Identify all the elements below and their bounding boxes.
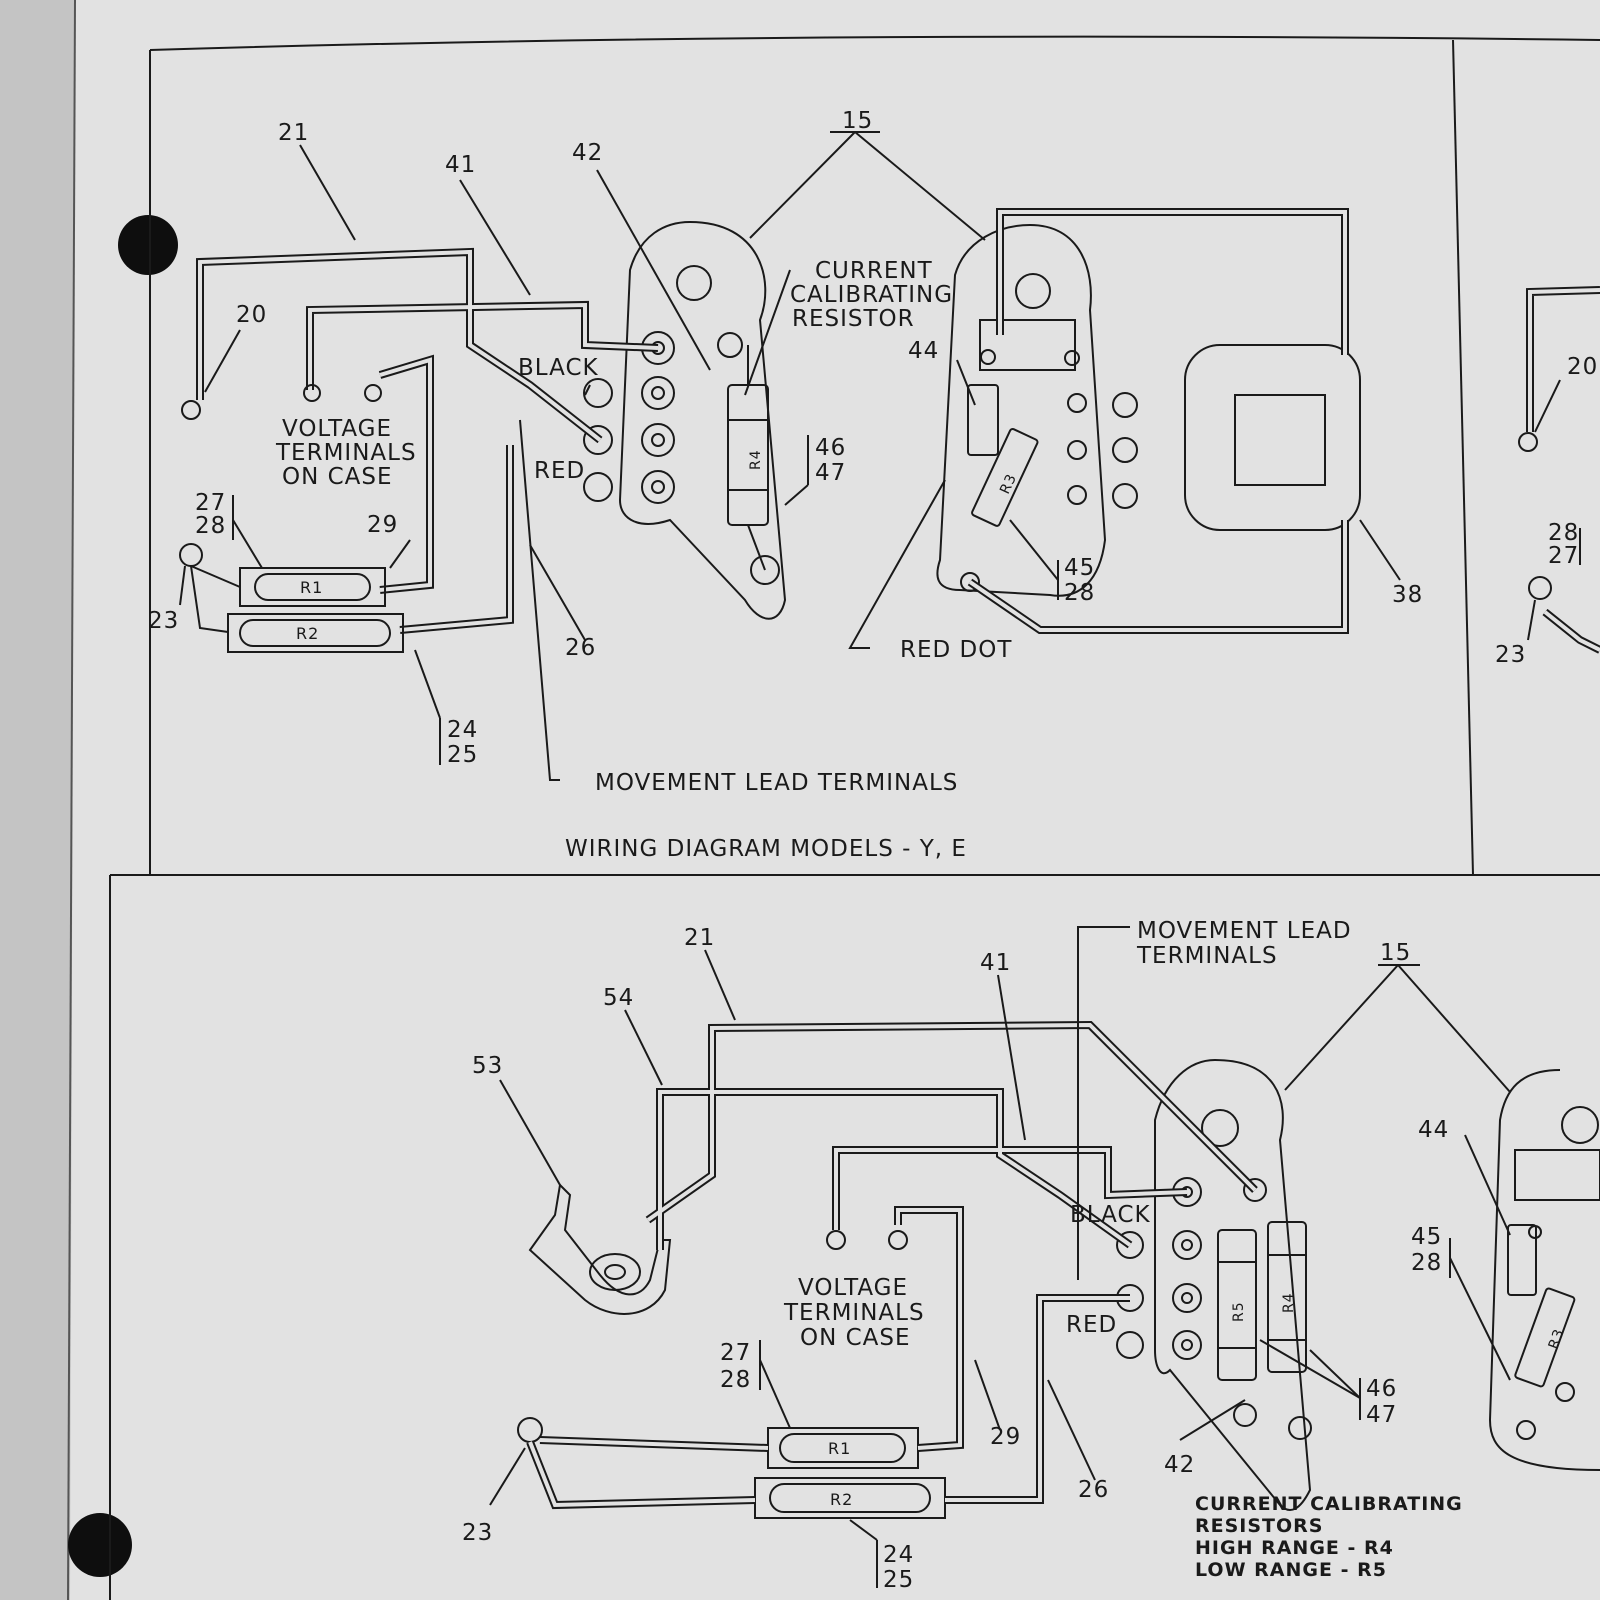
label-voltage: VOLTAGE xyxy=(282,416,392,442)
label-movement-lead-terminals: MOVEMENT LEAD TERMINALS xyxy=(595,770,958,796)
callout-41: 41 xyxy=(445,152,476,178)
callout-24: 24 xyxy=(447,717,478,743)
callout-47-bottom: 47 xyxy=(1366,1402,1397,1428)
diagram-title-top: WIRING DIAGRAM MODELS - Y, E xyxy=(565,836,967,862)
callout-46-bottom: 46 xyxy=(1366,1376,1397,1402)
callout-25-bottom: 25 xyxy=(883,1567,914,1593)
callout-15-bottom: 15 xyxy=(1380,940,1411,966)
callout-42: 42 xyxy=(572,140,603,166)
callout-54: 54 xyxy=(603,985,634,1011)
label-red-bottom: RED xyxy=(1066,1312,1117,1338)
label-voltage-bottom: VOLTAGE xyxy=(798,1275,908,1301)
callout-42-bottom: 42 xyxy=(1164,1452,1195,1478)
binder-hole-bottom xyxy=(68,1513,132,1577)
label-black: BLACK xyxy=(518,355,599,381)
right-callout-20: 20 xyxy=(1567,354,1598,380)
resistor-r2-bottom: R2 xyxy=(830,1490,853,1509)
bottom-diagram: 21 54 41 53 MOVEMENT LEAD TERMINALS 15 4… xyxy=(462,918,1600,1593)
plate-hole xyxy=(676,265,712,301)
label-ccr-1: CURRENT CALIBRATING xyxy=(1195,1493,1463,1515)
callout-53: 53 xyxy=(472,1053,503,1079)
paper-sheet xyxy=(70,0,1600,1600)
resistor-r4: R4 xyxy=(748,449,764,470)
callout-27: 27 xyxy=(195,490,226,516)
top-diagram: 21 41 42 15 20 BLACK RED CURRENT CALIBRA… xyxy=(148,108,1423,862)
callout-25: 25 xyxy=(447,742,478,768)
label-calibrating: CALIBRATING xyxy=(790,282,953,308)
label-red: RED xyxy=(534,458,585,484)
callout-24-bottom: 24 xyxy=(883,1542,914,1568)
left-plate xyxy=(618,220,787,620)
callout-29-bottom: 29 xyxy=(990,1424,1021,1450)
callout-21-bottom: 21 xyxy=(684,925,715,951)
label-ccr-2: RESISTORS xyxy=(1195,1515,1323,1537)
label-terminals: TERMINALS xyxy=(275,440,417,466)
callout-28-bottom: 28 xyxy=(720,1367,751,1393)
label-terminals-case-bottom: TERMINALS xyxy=(783,1300,925,1326)
callout-23: 23 xyxy=(148,608,179,634)
label-black-bottom: BLACK xyxy=(1070,1202,1151,1228)
callout-15: 15 xyxy=(842,108,873,134)
resistor-r2: R2 xyxy=(296,624,319,643)
callout-38: 38 xyxy=(1392,582,1423,608)
label-resistor: RESISTOR xyxy=(792,306,915,332)
label-movement-lead: MOVEMENT LEAD xyxy=(1137,918,1352,944)
callout-45: 45 xyxy=(1064,555,1095,581)
callout-28: 28 xyxy=(195,513,226,539)
binder-hole-top xyxy=(118,215,178,275)
callout-26-bottom: 26 xyxy=(1078,1477,1109,1503)
right-plate xyxy=(936,223,1107,597)
label-terminals-bottom: TERMINALS xyxy=(1136,943,1278,969)
label-current: CURRENT xyxy=(815,258,933,284)
callout-29: 29 xyxy=(367,512,398,538)
right-callout-23: 23 xyxy=(1495,642,1526,668)
label-red-dot: RED DOT xyxy=(900,637,1012,663)
resistor-r3: R3 xyxy=(997,471,1020,496)
right-partial-diagram: 20 28 27 23 xyxy=(1495,286,1600,668)
bottom-labels: 21 54 41 53 MOVEMENT LEAD TERMINALS 15 4… xyxy=(462,918,1568,1593)
phone-jack-53 xyxy=(528,1182,672,1315)
bottom-left-plate xyxy=(1154,1058,1312,1511)
right-callout-27: 27 xyxy=(1548,543,1579,569)
callout-41-bottom: 41 xyxy=(980,950,1011,976)
label-on-case-bottom: ON CASE xyxy=(800,1325,911,1351)
callout-44: 44 xyxy=(908,338,939,364)
callout-45-bottom: 45 xyxy=(1411,1224,1442,1250)
callout-28-b: 28 xyxy=(1064,580,1095,606)
frame-lines xyxy=(109,35,1600,1600)
callout-23-bottom: 23 xyxy=(462,1520,493,1546)
top-leaders xyxy=(179,131,1401,781)
label-ccr-3: HIGH RANGE - R4 xyxy=(1195,1537,1394,1559)
bottom-leaders xyxy=(489,926,1511,1588)
right-callout-28: 28 xyxy=(1548,520,1579,546)
label-ccr-4: LOW RANGE - R5 xyxy=(1195,1559,1387,1581)
resistor-r3-bottom: R3 xyxy=(1546,1326,1568,1351)
callout-27-bottom: 27 xyxy=(720,1340,751,1366)
callout-20: 20 xyxy=(236,302,267,328)
resistor-r5-bottom: R5 xyxy=(1231,1301,1247,1322)
top-labels: 21 41 42 15 20 BLACK RED CURRENT CALIBRA… xyxy=(148,108,1423,862)
callout-21: 21 xyxy=(278,120,309,146)
callout-26: 26 xyxy=(565,635,596,661)
resistor-r1: R1 xyxy=(300,578,323,597)
callout-44-bottom: 44 xyxy=(1418,1117,1449,1143)
label-on-case: ON CASE xyxy=(282,464,393,490)
bottom-right-plate xyxy=(1488,1069,1600,1471)
callout-46: 46 xyxy=(815,435,846,461)
callout-28b-bottom: 28 xyxy=(1411,1250,1442,1276)
callout-47: 47 xyxy=(815,460,846,486)
resistor-r4-bottom: R4 xyxy=(1281,1292,1297,1313)
resistor-r1-bottom: R1 xyxy=(828,1439,851,1458)
paper-edge xyxy=(67,0,76,1600)
